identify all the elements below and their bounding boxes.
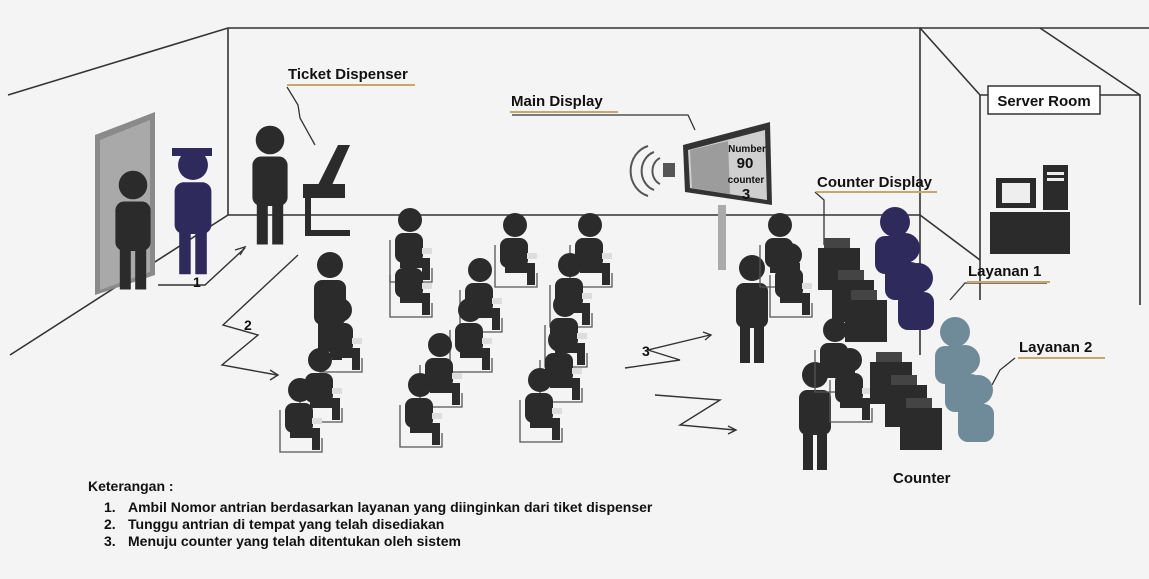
server-room-box [987,85,1101,115]
label-counter: Counter [893,470,951,487]
flow-arrows [158,245,738,435]
customer-at-counter [769,243,813,318]
seated-customer [399,373,443,448]
main-display-board: Number 90 counter 3 [683,122,772,270]
speaker-icon [629,145,675,197]
display-number-value: 90 [737,155,754,172]
seated-customer [279,378,323,453]
label-main-display: Main Display [511,93,603,110]
label-server-room: Server Room [997,93,1090,110]
display-counter-label: counter [728,175,765,186]
counter-desk [900,398,942,450]
label-counter-display: Counter Display [817,174,933,191]
person-walking-to-seat [314,252,346,360]
label-layanan-2: Layanan 2 [1019,339,1092,356]
counter-desk [845,290,887,342]
legend-item-text: Ambil Nomor antrian berdasarkan layanan … [128,499,653,515]
guard-cap [172,148,212,156]
legend-list: 1. Ambil Nomor antrian berdasarkan layana… [88,499,652,550]
seated-customer [494,213,538,288]
step-1-label: 1 [193,274,201,290]
legend-item: 3. Menuju counter yang telah ditentukan o… [88,533,652,550]
server-computer [990,165,1070,254]
step-2-label: 2 [244,317,252,333]
legend-item-number: 3. [104,533,116,549]
label-layanan-1: Layanan 1 [968,263,1041,280]
security-guard [174,150,212,275]
legend-item: 2. Tunggu antrian di tempat yang telah di… [88,516,652,533]
legend-item-number: 1. [104,499,116,515]
staff-layanan-2 [958,375,994,442]
seated-customer [389,243,433,318]
legend-item-text: Menuju counter yang telah ditentukan ole… [128,533,461,549]
legend-item: 1. Ambil Nomor antrian berdasarkan layana… [88,499,652,516]
legend-title: Keterangan : [88,478,174,494]
person-at-dispenser [252,125,288,245]
label-ticket-dispenser: Ticket Dispenser [288,66,408,83]
customer-at-counter [829,348,873,423]
seated-customer [539,328,583,403]
step-3-label: 3 [642,343,650,359]
people-group [115,125,994,470]
person-entering [115,170,151,290]
legend: Keterangan : 1. Ambil Nomor antrian berda… [88,478,652,550]
seated-customer [449,298,493,373]
seated-customer [519,368,563,443]
display-counter-value: 3 [742,186,750,203]
person-walking-to-counter [736,255,768,363]
staff-layanan-1 [898,263,934,330]
display-number-label: Number [728,144,766,155]
ticket-dispenser-kiosk [303,145,350,236]
legend-item-text: Tunggu antrian di tempat yang telah dise… [128,516,445,532]
legend-item-number: 2. [104,516,116,532]
label-underlines [287,84,1105,359]
seated-customer [569,213,613,288]
